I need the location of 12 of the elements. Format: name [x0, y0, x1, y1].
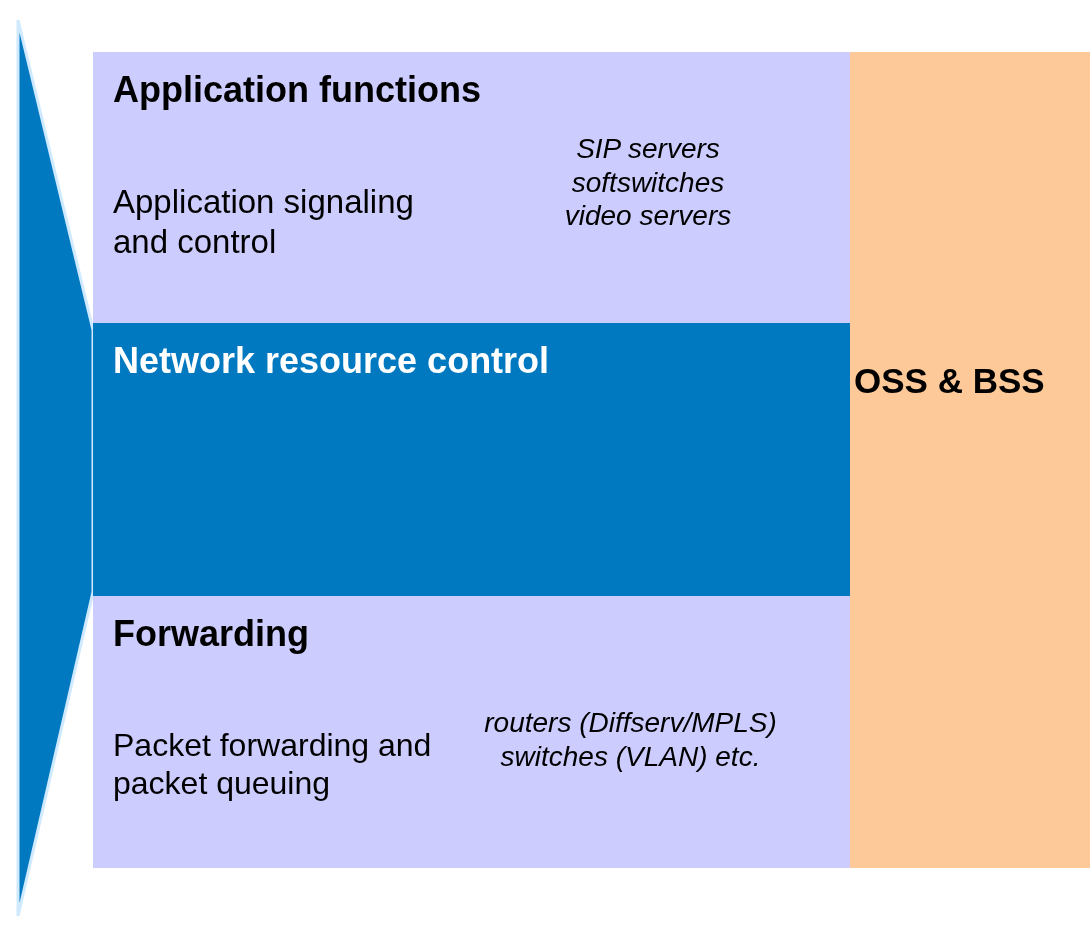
layer-heading: Application functions	[113, 68, 482, 112]
side-panel	[850, 52, 1090, 868]
example-list: SIP servers softswitches video servers	[548, 132, 748, 233]
layer-description: Packet forwarding and packet queuing	[113, 726, 433, 803]
layer-heading: Forwarding	[113, 612, 310, 656]
side-panel-heading: OSS & BSS	[854, 360, 1046, 402]
layer-description: Application signaling and control	[113, 182, 415, 262]
layer-band	[93, 596, 850, 868]
layer-band	[93, 52, 850, 324]
wedge-shape	[16, 18, 95, 918]
example-list: routers (Diffserv/MPLS) switches (VLAN) etc.	[453, 706, 808, 774]
layer-heading: Network resource control	[113, 339, 551, 383]
